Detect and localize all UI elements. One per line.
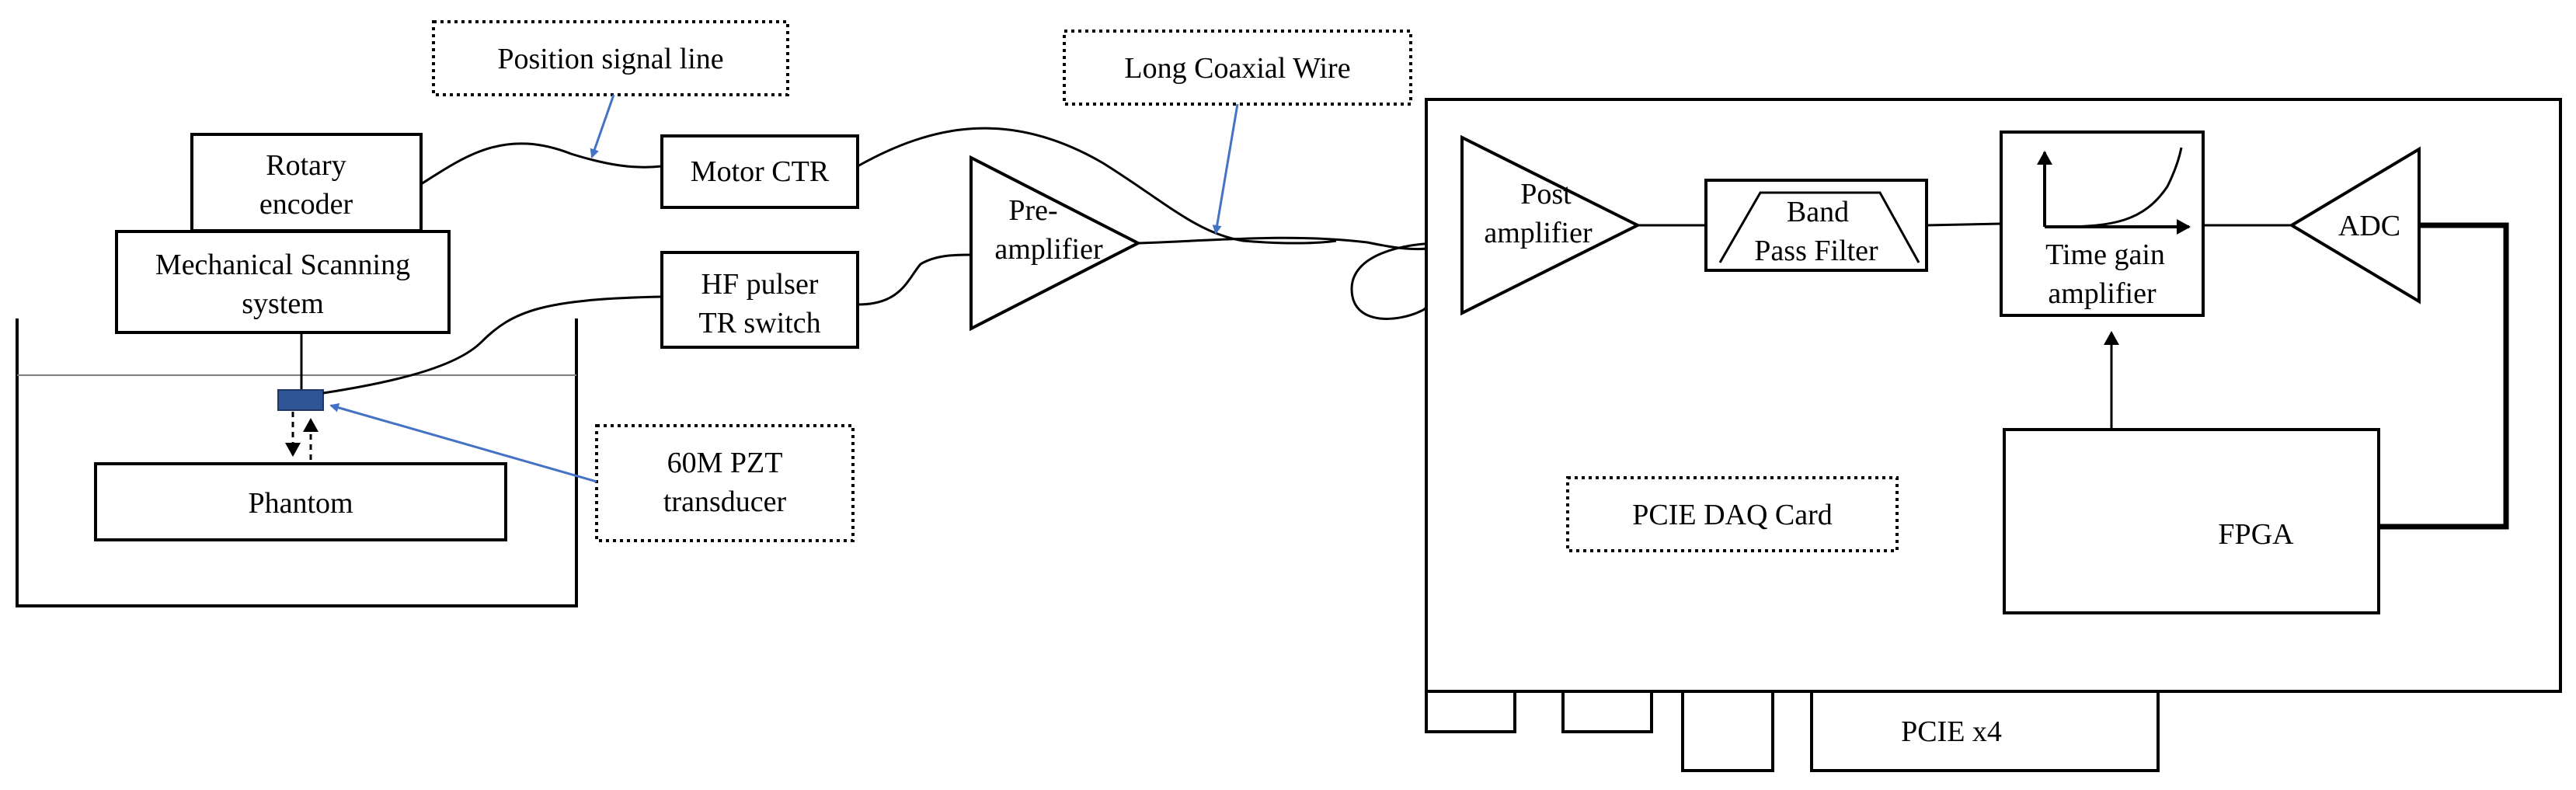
tga-gain-curve-icon	[2058, 147, 2183, 228]
motor-ctr-label: Motor CTR	[691, 155, 830, 188]
transducer-wire	[322, 295, 663, 395]
motor-ctr-box	[660, 134, 859, 209]
water-tank	[16, 318, 578, 607]
pulser-to-preamp-wire	[857, 253, 972, 306]
pzt-transducer	[277, 389, 324, 411]
pzt-callout-label-1: 60M PZT	[667, 447, 783, 479]
pzt-callout-box	[595, 424, 855, 542]
pzt-callout-label-2: transducer	[663, 485, 787, 518]
pre-amplifier-label-2: amplifier	[994, 233, 1103, 266]
pcie-x4-connector	[1810, 690, 2160, 772]
post-amplifier-label-2: amplifier	[1484, 217, 1593, 249]
pre-amplifier-label-1: Pre-	[1008, 194, 1057, 227]
post-amplifier-label-1: Post	[1520, 178, 1572, 211]
phantom-box	[94, 462, 507, 541]
mechanical-scanning-label-2: system	[242, 287, 324, 320]
position-signal-callout-arrow	[590, 94, 615, 158]
pcie-daq-label: PCIE DAQ Card	[1632, 499, 1833, 531]
rotary-encoder-box	[190, 133, 423, 232]
rotary-encoder-label-1: Rotary	[266, 149, 346, 182]
band-pass-filter-label-1: Band	[1787, 196, 1849, 228]
rotary-encoder-label-2: encoder	[259, 188, 353, 221]
pcie-x4-label: PCIE x4	[1901, 715, 2002, 748]
pzt-callout-arrow	[329, 402, 597, 483]
fpga-box	[2003, 428, 2380, 614]
adc-label: ADC	[2338, 210, 2400, 242]
post-amplifier-triangle	[1460, 134, 1641, 316]
time-gain-amplifier-label-1: Time gain	[2045, 238, 2165, 271]
hf-pulser-label-1: HF pulser	[701, 268, 819, 301]
pcie-tab-3	[1681, 690, 1774, 772]
hf-pulser-box	[660, 251, 859, 349]
band-pass-filter-icon	[1718, 191, 1920, 263]
position-signal-callout-box	[432, 20, 789, 96]
mechanical-scanning-box	[115, 230, 451, 334]
pcie-daq-label-box	[1566, 476, 1899, 552]
band-pass-filter-label-2: Pass Filter	[1754, 235, 1878, 267]
position-signal-callout-label: Position signal line	[497, 43, 723, 75]
time-gain-amplifier-label-2: amplifier	[2048, 277, 2157, 310]
motor-ctr-wire	[857, 127, 1337, 245]
long-coaxial-callout-arrow	[1212, 103, 1239, 235]
fpga-label: FPGA	[2218, 518, 2294, 551]
long-coaxial-callout-label: Long Coaxial Wire	[1124, 52, 1350, 85]
mechanical-scanning-label-1: Mechanical Scanning	[155, 249, 410, 281]
phantom-label: Phantom	[248, 487, 353, 520]
long-coaxial-callout-box	[1063, 30, 1412, 106]
bpf-to-tga	[1926, 222, 2002, 227]
adc-to-fpga-bus	[2379, 222, 2509, 530]
position-signal-wire	[420, 142, 663, 186]
hf-pulser-label-2: TR switch	[698, 307, 820, 339]
pcie-tab-2	[1561, 690, 1653, 733]
pcie-tab-1	[1425, 690, 1516, 733]
pre-amplifier-triangle	[969, 155, 1142, 332]
long-coaxial-wire	[1137, 236, 1461, 251]
